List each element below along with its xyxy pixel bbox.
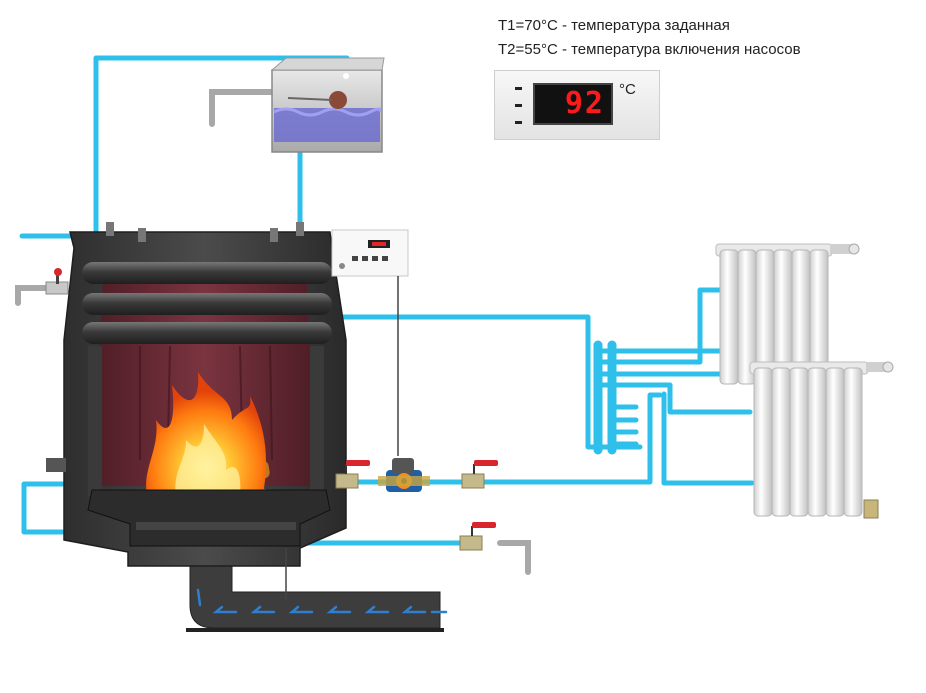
return-pipe [337, 392, 663, 485]
temperature-readout: 92 [533, 83, 613, 125]
temperature-unit: °C [619, 81, 636, 98]
scale-tick [515, 87, 522, 90]
legend-t2: T2=55°C - температура включения насосов [498, 41, 801, 58]
radiator-upper [715, 243, 860, 385]
ball-valve-supply [335, 460, 370, 489]
air-flow-arrows [196, 588, 448, 614]
expansion-tank [270, 57, 385, 153]
boiler [46, 222, 448, 632]
scale-tick [515, 121, 522, 124]
ball-valve-drain [459, 522, 496, 551]
ball-valve-pump-out [461, 460, 498, 489]
controller [285, 229, 409, 600]
ball-valve [45, 268, 69, 295]
grey-pipes [15, 89, 531, 575]
temperature-legend: T1=70°C - температура заданная T2=55°C -… [498, 14, 801, 62]
air-duct [186, 564, 448, 632]
blue-pipes [19, 55, 755, 546]
legend-t1: T1=70°C - температура заданная [498, 17, 730, 34]
thermostat-display: 92 °C [494, 70, 660, 140]
flame [146, 372, 266, 500]
circulation-pump [378, 458, 430, 492]
scale-tick [515, 104, 522, 107]
radiator-lower [749, 361, 894, 519]
